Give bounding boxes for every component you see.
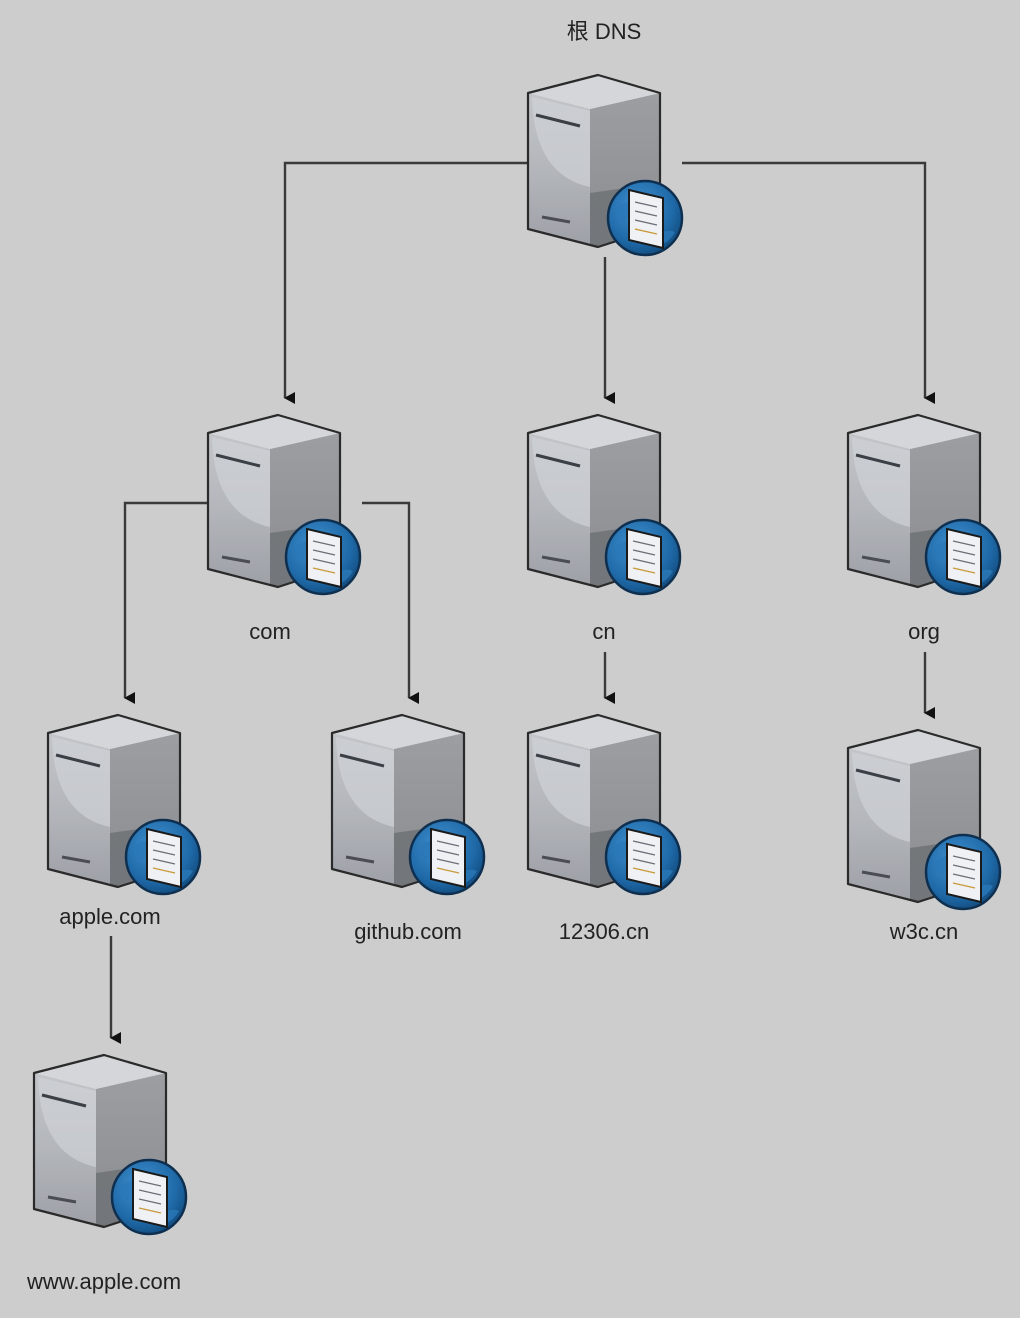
- globe-document-icon: [124, 818, 202, 896]
- label-www-apple: www.apple.com: [26, 1269, 182, 1294]
- label-apple: apple.com: [59, 904, 161, 929]
- node-root: [526, 73, 684, 257]
- node-www-apple: [32, 1053, 188, 1236]
- label-12306: 12306.cn: [558, 919, 650, 944]
- connectors: [109, 161, 935, 1044]
- label-org: org: [908, 619, 940, 644]
- label-cn: cn: [592, 619, 616, 644]
- globe-document-icon: [408, 818, 486, 896]
- globe-document-icon: [110, 1158, 188, 1236]
- node-12306: [526, 713, 682, 896]
- edge-com-github: [362, 501, 419, 704]
- node-github: [330, 713, 486, 896]
- label-github: github.com: [354, 919, 462, 944]
- edge-root-com: [283, 161, 528, 404]
- node-cn: [526, 413, 682, 596]
- node-w3c: [846, 728, 1002, 911]
- node-apple: [46, 713, 202, 896]
- globe-document-icon: [924, 518, 1002, 596]
- globe-document-icon: [604, 818, 682, 896]
- label-root: 根 DNS: [566, 19, 642, 44]
- globe-document-icon: [604, 518, 682, 596]
- node-org: [846, 413, 1002, 596]
- globe-document-icon: [924, 833, 1002, 911]
- label-w3c: w3c.cn: [889, 919, 959, 944]
- globe-document-icon: [284, 518, 362, 596]
- edge-com-apple: [123, 501, 208, 704]
- edge-root-org: [682, 161, 935, 404]
- globe-document-icon: [606, 179, 684, 257]
- label-com: com: [249, 619, 291, 644]
- node-com: [206, 413, 362, 596]
